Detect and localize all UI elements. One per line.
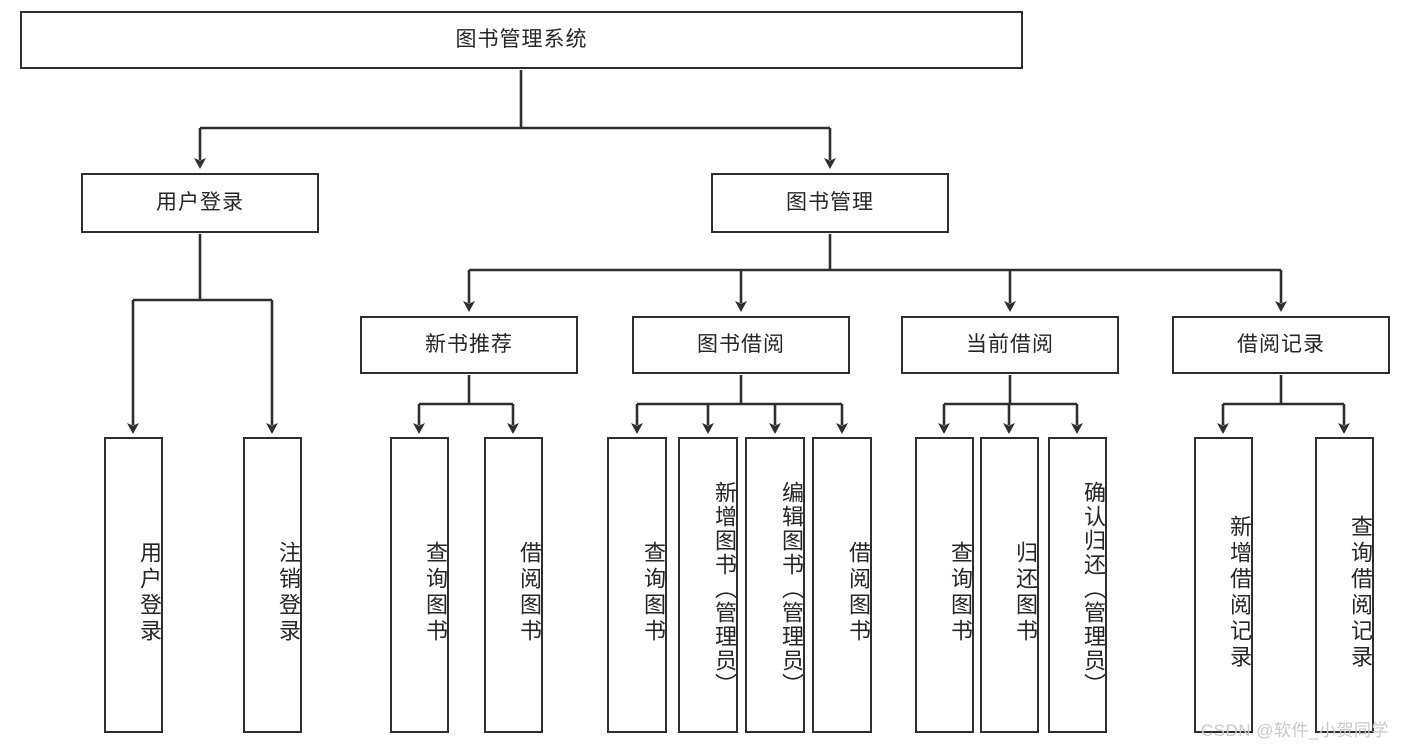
leaf-borrow-record-add-record[interactable]: 新增借阅记录 xyxy=(1194,437,1253,733)
leaf-current-borrow-confirm-return-admin[interactable]: 确认归还（管理员） xyxy=(1048,437,1107,733)
node-book-management[interactable]: 图书管理 xyxy=(711,173,949,233)
leaf-book-borrow-add-book-admin[interactable]: 新增图书（管理员） xyxy=(678,437,738,733)
leaf-user-login-login[interactable]: 用户登录 xyxy=(104,437,163,733)
node-root-book-management-system[interactable]: 图书管理系统 xyxy=(20,11,1023,69)
leaf-current-borrow-query-book[interactable]: 查询图书 xyxy=(915,437,974,733)
leaf-new-book-borrow-book[interactable]: 借阅图书 xyxy=(484,437,543,733)
node-borrow-record[interactable]: 借阅记录 xyxy=(1172,316,1390,374)
leaf-current-borrow-return-book[interactable]: 归还图书 xyxy=(980,437,1039,733)
leaf-book-borrow-query-book[interactable]: 查询图书 xyxy=(607,437,667,733)
leaf-borrow-record-query-record[interactable]: 查询借阅记录 xyxy=(1315,437,1374,733)
watermark-text: CSDN @软件_小贺同学 xyxy=(1200,721,1389,740)
node-user-login[interactable]: 用户登录 xyxy=(81,173,319,233)
leaf-book-borrow-edit-book-admin[interactable]: 编辑图书（管理员） xyxy=(745,437,805,733)
leaf-book-borrow-borrow-book[interactable]: 借阅图书 xyxy=(812,437,872,733)
node-current-borrow[interactable]: 当前借阅 xyxy=(901,316,1119,374)
node-new-book-recommend[interactable]: 新书推荐 xyxy=(360,316,578,374)
leaf-user-login-logout[interactable]: 注销登录 xyxy=(243,437,302,733)
leaf-new-book-query-book[interactable]: 查询图书 xyxy=(390,437,449,733)
node-book-borrow[interactable]: 图书借阅 xyxy=(632,316,850,374)
